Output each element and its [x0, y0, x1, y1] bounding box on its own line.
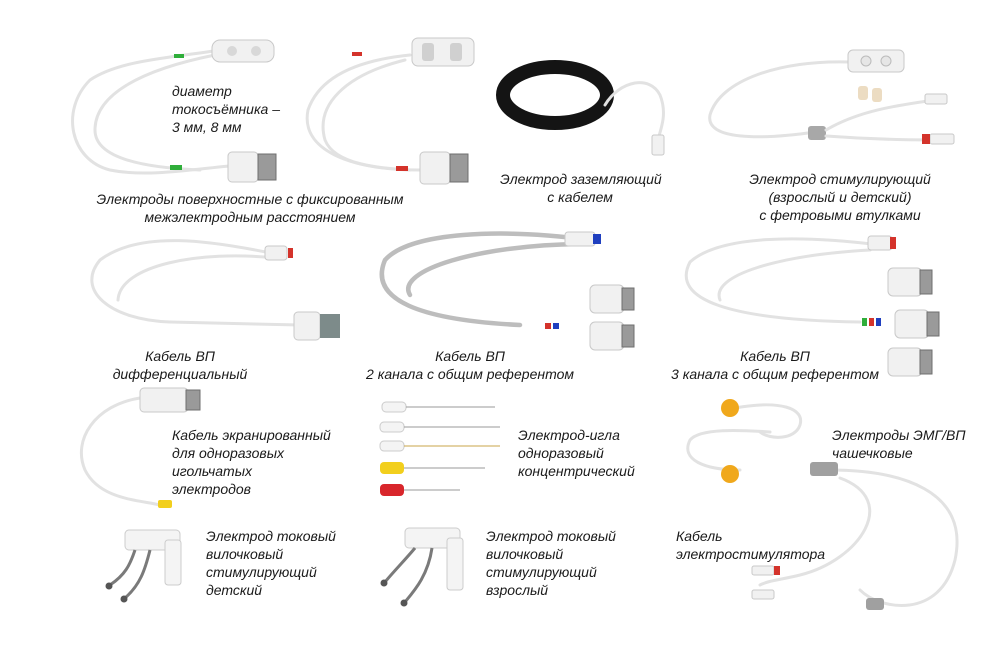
fork-stim-child	[105, 529, 182, 603]
stim-electrode-felt	[708, 49, 955, 145]
label-surface-electrodes: Электроды поверхностные с фиксированным …	[96, 191, 404, 225]
surface-electrode-red	[305, 37, 475, 185]
label-shielded-cable: Кабель экранированный для одноразовых иг…	[172, 427, 331, 497]
fork-stim-adult	[380, 527, 464, 607]
surface-electrode-green	[71, 39, 277, 183]
stimulator-cable	[751, 462, 959, 610]
ep-cable-2ch	[379, 231, 635, 351]
shielded-cable	[79, 387, 201, 508]
ep-cable-differential	[90, 239, 340, 341]
cup-electrodes	[686, 399, 803, 483]
label-ground-electrode: Электрод заземляющий с кабелем	[500, 171, 662, 205]
ground-electrode	[496, 60, 665, 156]
label-cup-electrodes: Электроды ЭМГ/ВП чашечковые	[832, 427, 966, 461]
label-electrode-diameter: диаметр токосъёмника – 3 мм, 8 мм	[172, 83, 281, 135]
label-needle-electrode: Электрод-игла одноразовый концентрически…	[518, 427, 635, 479]
needle-electrodes	[379, 401, 500, 496]
label-ep-cable-3ch: Кабель ВП 3 канала с общим референтом	[671, 348, 879, 382]
label-ep-cable-2ch: Кабель ВП 2 канала с общим референтом	[366, 348, 574, 382]
label-stimulator-cable: Кабель электростимулятора	[676, 528, 826, 562]
label-fork-stim-adult: Электрод токовый вилочковый стимулирующи…	[486, 528, 616, 598]
label-stim-electrode-felt: Электрод стимулирующий (взрослый и детск…	[749, 171, 931, 223]
ep-cable-3ch	[684, 235, 940, 377]
label-ep-cable-diff: Кабель ВП дифференциальный	[112, 348, 248, 382]
label-fork-stim-child: Электрод токовый вилочковый стимулирующи…	[206, 528, 336, 598]
